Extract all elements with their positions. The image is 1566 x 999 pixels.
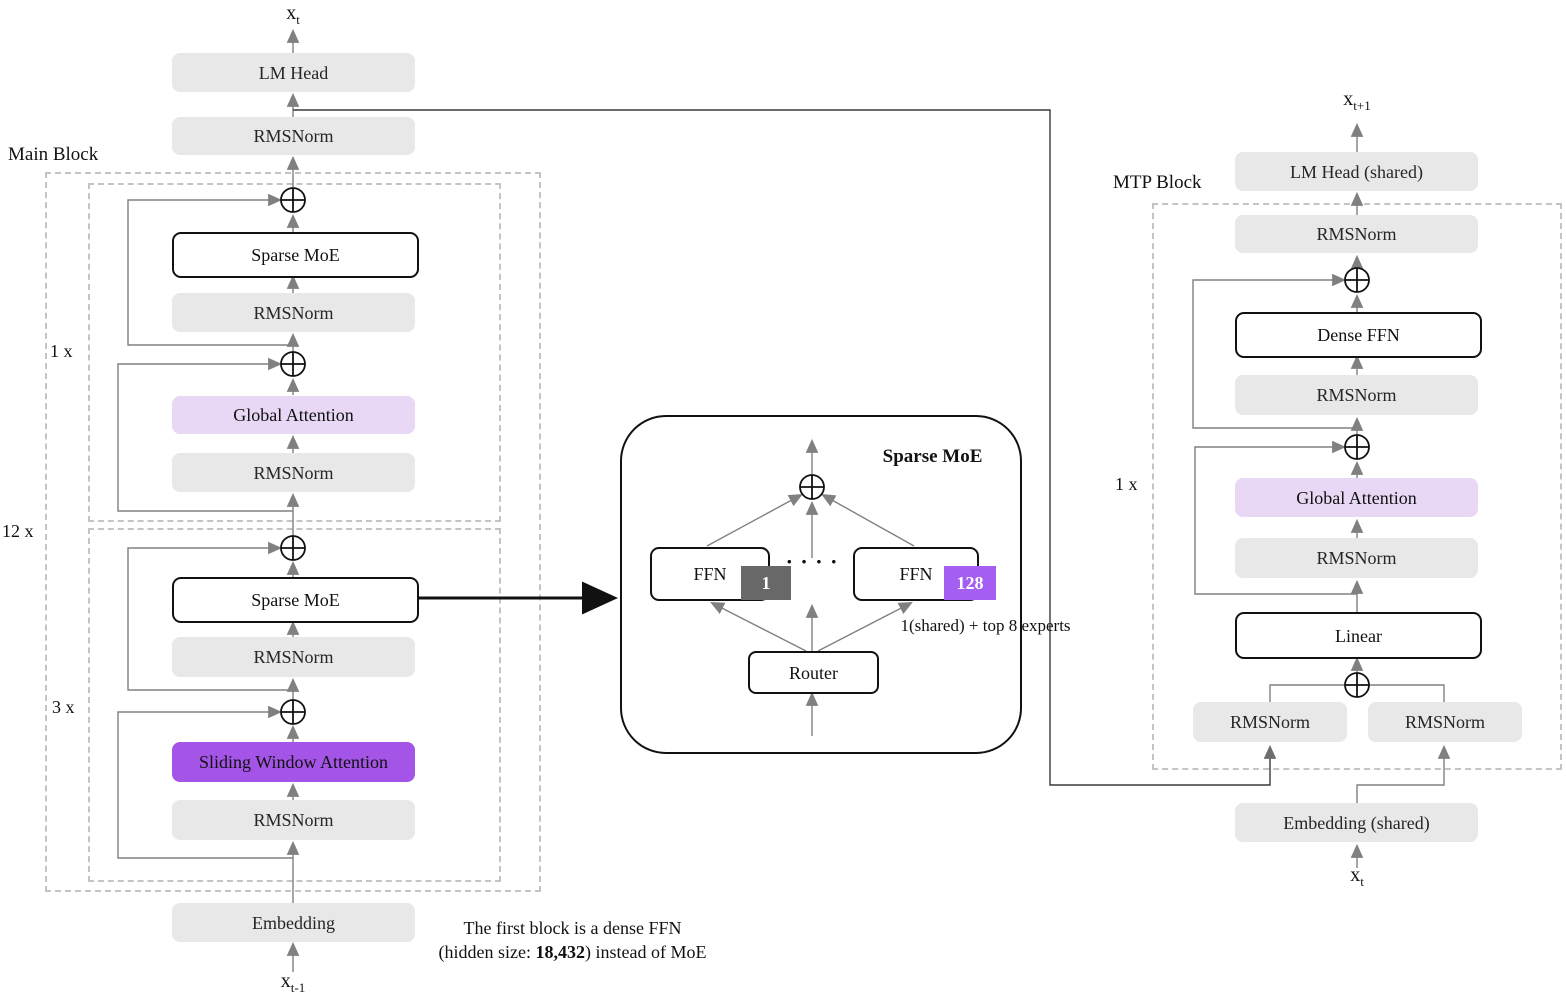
sparse-moe-detail-title: Sparse MoE [882,446,983,467]
multiplier-outer: 12 x [2,521,34,541]
residual-rail-attn-top [117,357,293,512]
main-rmsnorm-final-box: RMSNorm [172,117,415,155]
mtp-output-label: xt+1 [1343,88,1371,113]
main-global-attention-box: Global Attention [172,396,415,434]
main-sparse-moe-box-1: Sparse MoE [172,232,419,278]
residual-rail-attn-bottom [117,705,293,859]
global-attention-label: Global Attention [233,405,354,425]
rmsnorm-label: RMSNorm [1316,385,1397,405]
mtp-input-label: xt [1350,864,1364,889]
mtp-rmsnorm-final-box: RMSNorm [1235,215,1478,253]
add-icon [280,535,306,561]
add-icon [280,351,306,377]
dense-ffn-footnote: The first block is a dense FFN (hidden s… [400,916,745,965]
dense-ffn-label: Dense FFN [1317,325,1400,345]
main-sparse-moe-box-2: Sparse MoE [172,577,419,623]
mtp-dense-ffn-box: Dense FFN [1235,312,1482,358]
mtp-global-attention-box: Global Attention [1235,478,1478,517]
add-icon [1344,434,1370,460]
hidden-state-branch [293,109,1277,786]
main-block-bottom-inner-dashed-box [88,528,501,882]
main-block-title: Main Block [8,144,99,165]
rmsnorm-label: RMSNorm [1404,712,1485,732]
arrow-router-to-ffn1 [710,602,807,652]
rmsnorm-label: RMSNorm [253,126,334,146]
expert-128-badge: 128 [944,566,996,600]
mtp-rmsnorm-box-1: RMSNorm [1235,375,1478,415]
rmsnorm-label: RMSNorm [1316,548,1397,568]
mtp-rmsnorm-right-box: RMSNorm [1368,702,1522,742]
residual-rail-moe-top [127,193,293,346]
add-icon [280,699,306,725]
residual-rail-attn-mtp [1194,440,1357,595]
moe-router-box: Router [748,651,879,694]
multiplier-bottom-inner: 3 x [52,697,75,717]
embedding-label: Embedding [252,912,335,933]
add-icon [280,187,306,213]
mtp-lm-head-box: LM Head (shared) [1235,152,1478,191]
arrow-ffn128-to-add [821,493,915,547]
expert-128-badge-label: 128 [956,572,984,593]
mtp-linear-box: Linear [1235,612,1482,659]
footnote-hidden-size: 18,432 [535,942,586,963]
mtp-embedding-box: Embedding (shared) [1235,803,1478,842]
expert-1-badge-label: 1 [761,572,771,593]
mtp-block-title: MTP Block [1113,172,1202,193]
mtp-embedding-label: Embedding (shared) [1283,812,1430,833]
main-embedding-box: Embedding [172,903,415,942]
footnote-line2-prefix: (hidden size: [438,942,536,963]
global-attention-label: Global Attention [1296,487,1417,508]
ellipsis-dots: · · · · [785,549,839,574]
main-lm-head-box: LM Head [172,53,415,92]
add-icons [280,187,1370,725]
line-embedding-to-rmsnorm-right [1356,744,1451,803]
main-lm-head-label: LM Head [258,62,329,83]
expert-1-badge: 1 [741,566,791,600]
branch-main-to-mtp [293,109,1277,786]
router-label: Router [789,662,838,683]
footnote-line1: The first block is a dense FFN [463,918,682,938]
footnote-line2-suffix: ) instead of MoE [585,942,707,963]
mtp-rmsnorm-left-box: RMSNorm [1193,702,1347,742]
mtp-rmsnorm-box-2: RMSNorm [1235,538,1478,578]
main-rmsnorm-box-2: RMSNorm [172,453,415,492]
experts-note: 1(shared) + top 8 experts [900,616,1071,635]
rmsnorm-label: RMSNorm [253,462,334,483]
ffn-label: FFN [693,564,727,584]
main-rmsnorm-box-3: RMSNorm [172,637,415,677]
moe-detail-connectors [706,438,915,736]
rmsnorm-label: RMSNorm [1229,712,1310,732]
rmsnorm-label: RMSNorm [253,302,334,323]
main-block-top-inner-dashed-box [88,183,501,522]
mtp-column-connectors [1192,122,1451,868]
ffn-label: FFN [899,564,933,584]
add-icon [1344,672,1370,698]
main-column-connectors [117,28,300,972]
multiplier-top-inner: 1 x [50,341,73,361]
main-input-label: xt-1 [280,970,306,995]
mtp-lm-head-label: LM Head (shared) [1290,161,1423,182]
rmsnorm-label: RMSNorm [253,810,334,830]
residual-rail-moe-bottom [127,541,293,691]
residual-rail-ffn-mtp [1192,273,1357,429]
sparse-moe-label: Sparse MoE [251,590,340,610]
arrow-ffn1-to-add [706,493,803,547]
multiplier-mtp: 1 x [1115,474,1138,494]
merge-left-rmsnorm [1269,684,1345,702]
main-sliding-window-attention-box: Sliding Window Attention [172,742,415,782]
rmsnorm-label: RMSNorm [1316,224,1397,244]
sparse-moe-label: Sparse MoE [251,245,340,265]
rmsnorm-label: RMSNorm [253,647,334,667]
add-icon [1344,267,1370,293]
main-output-label: xt [286,2,300,27]
arrow-router-to-ffn128 [817,602,913,652]
main-rmsnorm-box-1: RMSNorm [172,293,415,332]
merge-right-rmsnorm [1369,684,1445,702]
main-rmsnorm-box-4: RMSNorm [172,800,415,840]
sliding-window-attention-label: Sliding Window Attention [199,752,388,772]
add-icon [799,474,825,500]
linear-label: Linear [1335,625,1382,646]
